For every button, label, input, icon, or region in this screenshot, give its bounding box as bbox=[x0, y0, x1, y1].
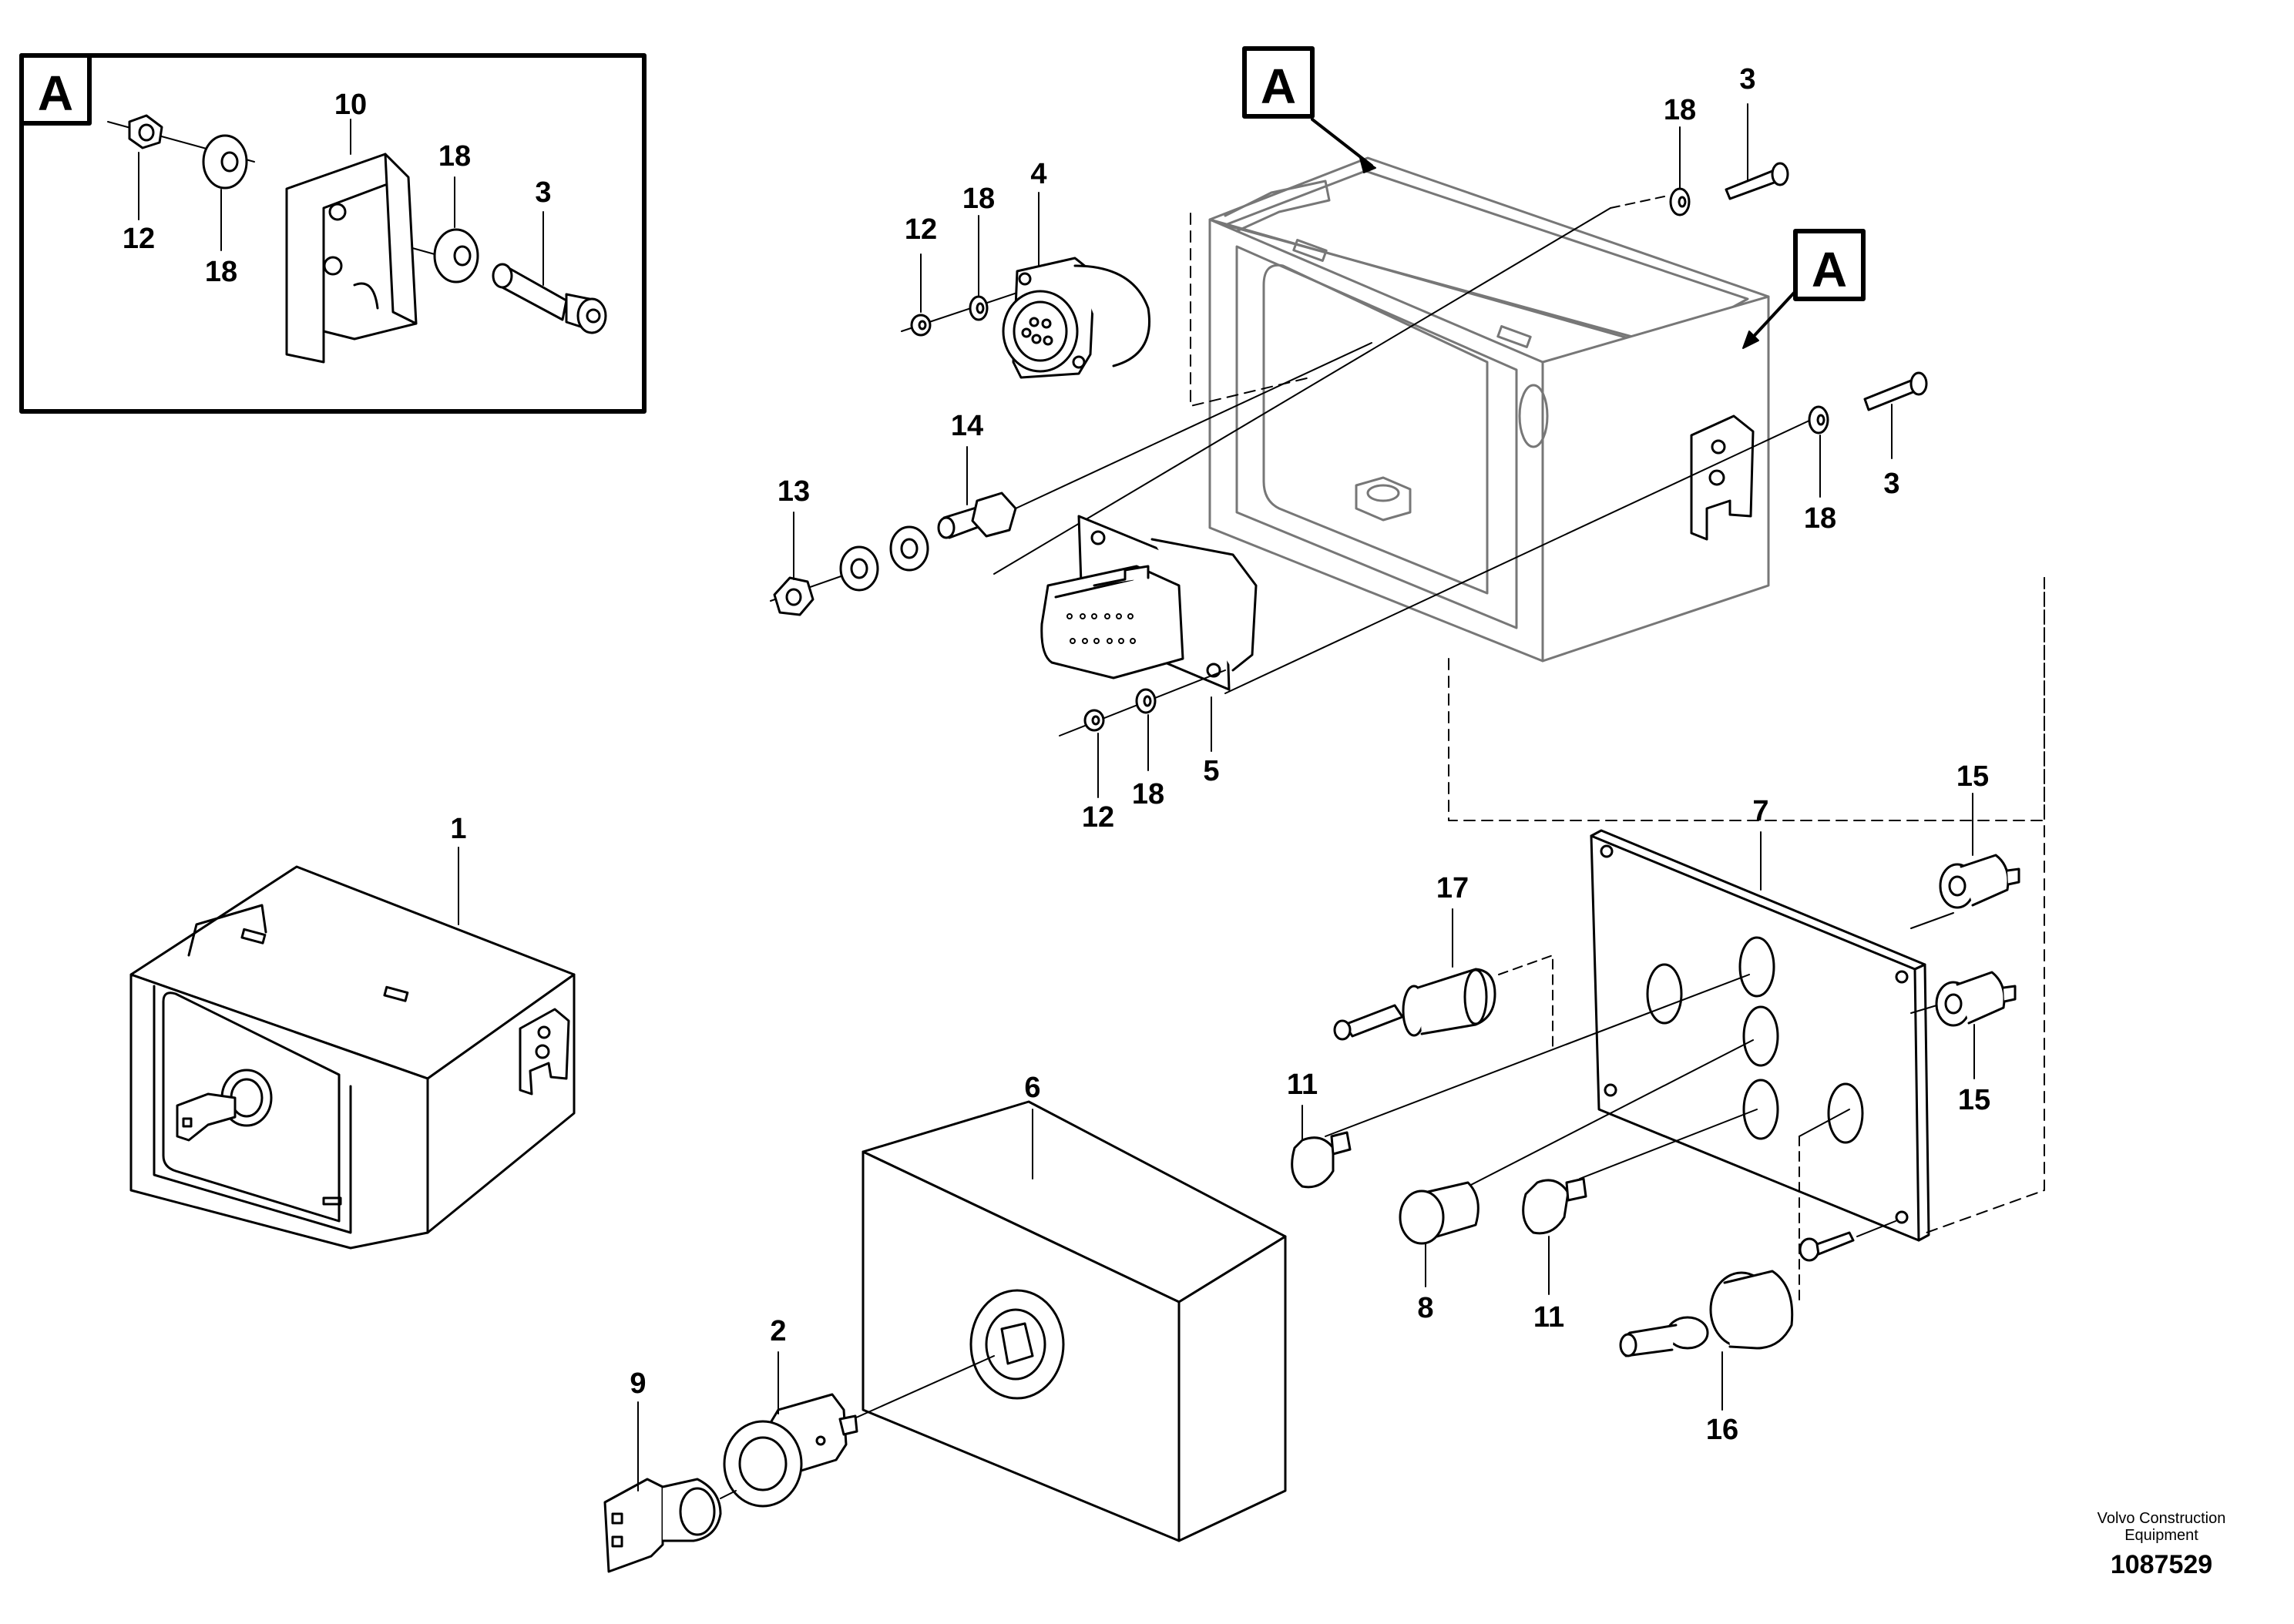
credit-block: Volvo Construction Equipment 1087529 bbox=[2073, 1510, 2250, 1580]
part-label: 13 bbox=[778, 475, 810, 508]
part-label: 18 bbox=[962, 183, 995, 215]
screw-icon bbox=[492, 263, 607, 334]
part-label: 6 bbox=[1024, 1072, 1040, 1104]
screw-icon bbox=[1725, 162, 1789, 200]
part-label: 2 bbox=[770, 1315, 786, 1347]
nut-icon bbox=[910, 314, 932, 337]
washer-icon bbox=[969, 295, 989, 321]
washer-icon bbox=[839, 545, 879, 592]
key-icon bbox=[603, 1478, 737, 1573]
part-label: 10 bbox=[334, 89, 367, 121]
company-name: Volvo Construction Equipment bbox=[2097, 1510, 2226, 1544]
switch-panel bbox=[1590, 829, 1930, 1242]
washer-icon bbox=[1669, 187, 1691, 216]
nut-icon bbox=[1083, 709, 1105, 732]
washer-icon bbox=[433, 228, 479, 284]
part-label: 15 bbox=[1956, 760, 1989, 793]
cover-block bbox=[862, 1100, 1287, 1542]
rect-connector-icon bbox=[1040, 515, 1258, 691]
part-label: 7 bbox=[1752, 795, 1768, 827]
part-label: 17 bbox=[1436, 872, 1469, 904]
screw-icon bbox=[1799, 1231, 1855, 1262]
washer-icon bbox=[889, 525, 929, 572]
part-label: 18 bbox=[438, 140, 471, 173]
bolt-icon bbox=[937, 492, 1017, 539]
washer-icon bbox=[1135, 688, 1157, 714]
part-label: 3 bbox=[1739, 63, 1755, 96]
part-label: 18 bbox=[1664, 94, 1696, 126]
part-label: 11 bbox=[1287, 1069, 1318, 1101]
rocker-switch-icon bbox=[1619, 1270, 1794, 1357]
part-label: 8 bbox=[1417, 1292, 1433, 1324]
part-label: 4 bbox=[1030, 158, 1046, 190]
part-label: 12 bbox=[905, 213, 937, 246]
part-label: 3 bbox=[535, 176, 551, 209]
part-label: 9 bbox=[630, 1367, 646, 1400]
svg-text:A: A bbox=[1261, 59, 1296, 114]
part-label: 18 bbox=[1132, 778, 1164, 810]
part-label: 12 bbox=[1082, 801, 1114, 834]
nut-icon bbox=[773, 576, 814, 616]
part-label: 18 bbox=[205, 256, 237, 288]
toggle-switch-icon bbox=[1333, 968, 1496, 1041]
washer-icon bbox=[202, 134, 248, 190]
part-label: 3 bbox=[1883, 468, 1899, 500]
part-label: 1 bbox=[450, 813, 466, 845]
nut-icon bbox=[128, 114, 163, 149]
part-label: 15 bbox=[1958, 1084, 1990, 1116]
svg-text:A: A bbox=[1812, 242, 1847, 297]
screw-icon bbox=[1863, 371, 1928, 411]
indicator-lamp-icon bbox=[1291, 1131, 1352, 1189]
indicator-lamp-icon bbox=[1935, 971, 2017, 1027]
part-label: 14 bbox=[951, 410, 983, 442]
inset-tag: A bbox=[38, 65, 73, 121]
indicator-lamp-icon bbox=[1522, 1177, 1587, 1235]
drawing-number: 1087529 bbox=[2110, 1550, 2213, 1579]
bracket-icon bbox=[285, 153, 418, 364]
bracket-icon bbox=[1690, 414, 1755, 541]
washer-icon bbox=[1808, 405, 1829, 435]
part-label: 11 bbox=[1533, 1301, 1564, 1334]
part-label: 18 bbox=[1804, 502, 1836, 535]
indicator-lamp-icon bbox=[1939, 854, 2020, 909]
callout-tag-a: A bbox=[1742, 229, 1866, 349]
push-button-icon bbox=[1399, 1181, 1480, 1245]
housing-box bbox=[1208, 156, 1770, 663]
callout-tag-a: A bbox=[1242, 46, 1376, 173]
part-label: 16 bbox=[1706, 1414, 1738, 1446]
key-switch-box-assembly bbox=[129, 865, 576, 1250]
round-connector-icon bbox=[901, 257, 1150, 379]
part-label: 5 bbox=[1203, 755, 1219, 787]
part-label: 12 bbox=[123, 223, 155, 255]
lock-cylinder-icon bbox=[723, 1393, 858, 1508]
detail-inset-a: A bbox=[19, 53, 647, 414]
